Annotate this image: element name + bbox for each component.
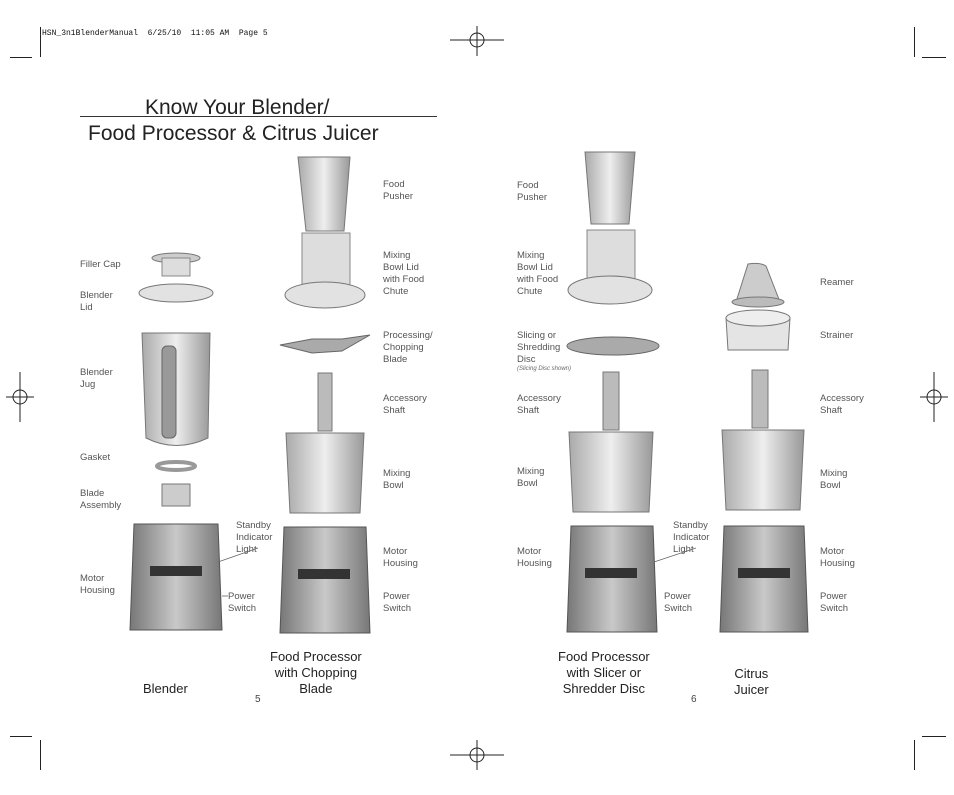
page-title-line2: Food Processor & Citrus Juicer xyxy=(88,122,379,145)
label-accessory-shaft: Accessory Shaft xyxy=(820,393,864,416)
label-reamer: Reamer xyxy=(820,277,854,288)
label-motor-housing: Motor Housing xyxy=(517,546,552,569)
label-gasket: Gasket xyxy=(80,452,111,463)
slicing-disc-note: (Slicing Disc shown) xyxy=(517,366,572,372)
label-motor-housing: Motor Housing xyxy=(820,546,855,569)
label-blender-lid: Blender Lid xyxy=(80,290,113,313)
crop-mark xyxy=(922,736,946,737)
label-mixing-bowl: Mixing Bowl xyxy=(517,466,545,489)
label-food-pusher: Food Pusher xyxy=(517,180,548,203)
crop-mark xyxy=(40,740,41,770)
label-motor-housing: Motor Housing xyxy=(80,573,115,596)
label-blade-assembly: Blade Assembly xyxy=(80,488,122,511)
title-rule xyxy=(80,116,437,117)
label-slicing-disc: Slicing or Shredding Disc xyxy=(517,330,561,365)
registration-mark xyxy=(450,26,504,56)
crop-mark xyxy=(10,736,32,737)
label-bowl-lid: Mixing Bowl Lid with Food Chute xyxy=(383,250,425,297)
label-bowl-lid: Mixing Bowl Lid with Food Chute xyxy=(517,250,559,297)
crop-mark xyxy=(40,27,41,57)
page-number-left: 5 xyxy=(255,694,261,705)
citrus-illustration xyxy=(719,262,809,633)
caption-citrus: Citrus Juicer xyxy=(734,666,769,697)
registration-mark xyxy=(450,740,504,770)
label-strainer: Strainer xyxy=(820,330,854,341)
label-standby-light: Standby Indicator Light xyxy=(673,520,710,555)
label-filler-cap: Filler Cap xyxy=(80,259,121,270)
label-power-switch: Power Switch xyxy=(664,591,692,614)
label-blender-jug: Blender Jug xyxy=(80,367,113,390)
caption-fp-chop: Food Processor with Chopping Blade xyxy=(270,649,362,696)
caption-blender: Blender xyxy=(143,681,188,696)
page-number-right: 6 xyxy=(691,694,697,705)
label-power-switch: Power Switch xyxy=(820,591,848,614)
blender-illustration xyxy=(129,252,223,631)
crop-mark xyxy=(914,27,915,57)
label-accessory-shaft: Accessory Shaft xyxy=(517,393,561,416)
print-slug: HSN_3n1BlenderManual 6/25/10 11:05 AM Pa… xyxy=(42,29,268,38)
caption-fp-slice: Food Processor with Slicer or Shredder D… xyxy=(558,649,650,696)
fp-slice-illustration xyxy=(566,151,660,633)
crop-mark xyxy=(922,57,946,58)
registration-mark xyxy=(6,372,34,422)
label-mixing-bowl: Mixing Bowl xyxy=(820,468,848,491)
page-title-line1: Know Your Blender/ xyxy=(145,96,330,119)
label-chopping-blade: Processing/ Chopping Blade xyxy=(383,330,433,365)
crop-mark xyxy=(914,740,915,770)
label-power-switch: Power Switch xyxy=(383,591,411,614)
fp-chop-illustration xyxy=(279,156,371,634)
label-motor-housing: Motor Housing xyxy=(383,546,418,569)
crop-mark xyxy=(10,57,32,58)
label-accessory-shaft: Accessory Shaft xyxy=(383,393,427,416)
label-food-pusher: Food Pusher xyxy=(383,179,414,202)
label-standby-light: Standby Indicator Light xyxy=(236,520,273,555)
label-power-switch: Power Switch xyxy=(228,591,256,614)
registration-mark xyxy=(920,372,948,422)
label-mixing-bowl: Mixing Bowl xyxy=(383,468,411,491)
